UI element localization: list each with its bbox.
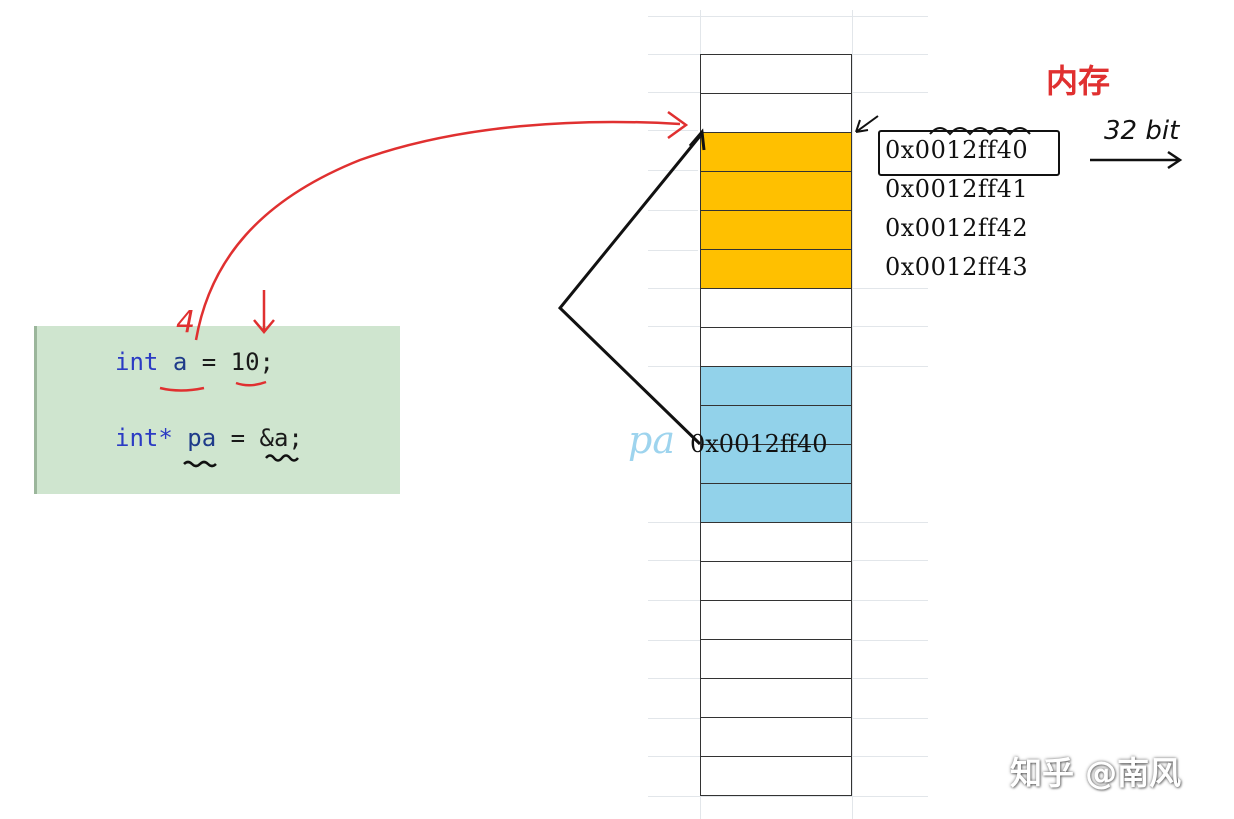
assign-operator: = (230, 424, 246, 452)
variable-name: pa (187, 424, 217, 452)
small-black-arrow-icon (855, 115, 879, 133)
pointer-value: 0x0012ff40 (690, 430, 828, 458)
memory-cell (700, 172, 852, 211)
variable-name: a (172, 348, 188, 376)
bit-width-label: 32 bit (1104, 116, 1180, 146)
memory-cell (700, 679, 852, 718)
memory-title: 内存 (1046, 62, 1111, 100)
memory-cell (700, 211, 852, 250)
watermark: 知乎 @南风 (1010, 754, 1182, 792)
red-down-arrow-icon (253, 290, 275, 334)
code-line-1: int a = 10; (115, 348, 274, 376)
red-curve-arrow (194, 120, 681, 341)
assign-operator: = (201, 348, 217, 376)
address-label: 0x0012ff40 (885, 136, 1029, 164)
semicolon: ; (288, 424, 303, 452)
red-underline (235, 380, 267, 387)
highlighted-address-box (878, 130, 1060, 176)
address-label: 0x0012ff41 (885, 175, 1029, 203)
memory-cell (700, 718, 852, 757)
literal-value: 10 (230, 348, 260, 376)
memory-column (700, 54, 852, 796)
memory-cell (700, 367, 852, 406)
bit-loops (929, 127, 1031, 136)
memory-cell (700, 328, 852, 367)
memory-cell (700, 562, 852, 601)
grid-line (852, 10, 853, 819)
grid-line (648, 210, 698, 211)
memory-cell (700, 250, 852, 289)
memory-cell (700, 640, 852, 679)
code-panel: int a = 10; int* pa = &a; (34, 326, 400, 494)
black-squiggle (183, 460, 217, 468)
right-arrow-icon (1090, 150, 1183, 170)
black-arrowhead-icon (688, 128, 706, 151)
memory-cell (700, 133, 852, 172)
semicolon: ; (259, 348, 274, 376)
grid-line (648, 796, 928, 797)
black-pointer-arrow (557, 135, 702, 446)
memory-cell (700, 601, 852, 640)
address-of-expression: &a (259, 424, 289, 452)
type-keyword: int (115, 348, 159, 376)
memory-cell (700, 445, 852, 484)
memory-cell (700, 484, 852, 523)
memory-cell (700, 54, 852, 94)
red-underline (159, 386, 205, 392)
grid-line (648, 16, 928, 17)
grid-line (648, 250, 698, 251)
size-mark: 4 (176, 305, 195, 340)
memory-cell (700, 757, 852, 796)
pointer-handwritten-label: pa (628, 418, 675, 462)
type-keyword: int* (115, 424, 173, 452)
code-line-2: int* pa = &a; (115, 424, 303, 452)
address-label: 0x0012ff43 (885, 253, 1029, 281)
address-label: 0x0012ff42 (885, 214, 1029, 242)
memory-cell (700, 406, 852, 445)
memory-cell (700, 523, 852, 562)
black-squiggle (265, 454, 299, 462)
grid-line (648, 130, 698, 131)
memory-cell (700, 289, 852, 328)
red-arrowhead-icon (667, 110, 689, 140)
memory-cell (700, 94, 852, 133)
